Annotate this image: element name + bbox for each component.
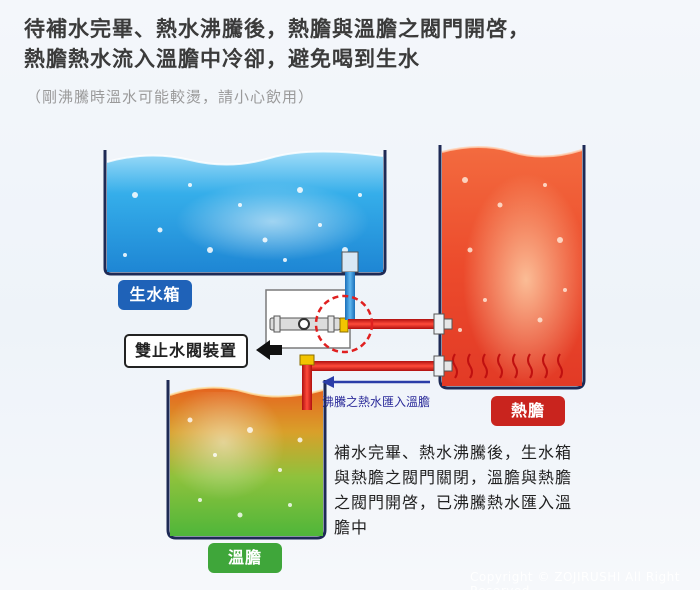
warm-tank-label: 溫膽 bbox=[208, 543, 282, 573]
flow-arrow-label: 沸騰之熱水匯入溫膽 bbox=[322, 395, 431, 409]
hot-water-tank bbox=[438, 145, 586, 390]
valve-housing bbox=[265, 289, 351, 349]
description-line-3: 之閥門開啓，已沸騰熱水匯入溫 bbox=[334, 493, 573, 512]
warm-water-tank bbox=[166, 380, 327, 540]
copyright-text: Copyright © ZOJIRUSHI All Right Reserved… bbox=[470, 570, 680, 590]
valve-pointer-arrow bbox=[256, 340, 282, 360]
description-line-2: 與熱膽之閥門關閉，溫膽與熱膽 bbox=[334, 468, 573, 487]
heading-line-1: 待補水完畢、熱水沸騰後，熱膽與溫膽之閥門開啓， bbox=[24, 17, 530, 41]
flow-direction-arrow bbox=[322, 376, 430, 388]
page-heading: 待補水完畢、熱水沸騰後，熱膽與溫膽之閥門開啓， 熱膽熱水流入溫膽中冷卻，避免喝到… bbox=[24, 14, 530, 74]
valve-device-label: 雙止水閥裝置 bbox=[124, 334, 248, 368]
process-description: 補水完畢、熱水沸騰後，生水箱 與熱膽之閥門關閉，溫膽與熱膽 之閥門開啓，已沸騰熱… bbox=[334, 440, 614, 540]
valve-highlight-ring bbox=[314, 294, 374, 354]
description-line-1: 補水完畢、熱水沸騰後，生水箱 bbox=[334, 443, 573, 462]
cold-water-pipe bbox=[341, 251, 359, 320]
caution-note: （剛沸騰時溫水可能較燙，請小心飲用） bbox=[26, 88, 315, 106]
description-line-4: 膽中 bbox=[334, 518, 369, 537]
heading-line-2: 熱膽熱水流入溫膽中冷卻，避免喝到生水 bbox=[24, 47, 420, 71]
hot-water-pipes bbox=[299, 313, 453, 410]
cold-water-tank bbox=[103, 150, 387, 276]
cold-tank-label: 生水箱 bbox=[118, 280, 192, 310]
hot-tank-label: 熱膽 bbox=[491, 396, 565, 426]
